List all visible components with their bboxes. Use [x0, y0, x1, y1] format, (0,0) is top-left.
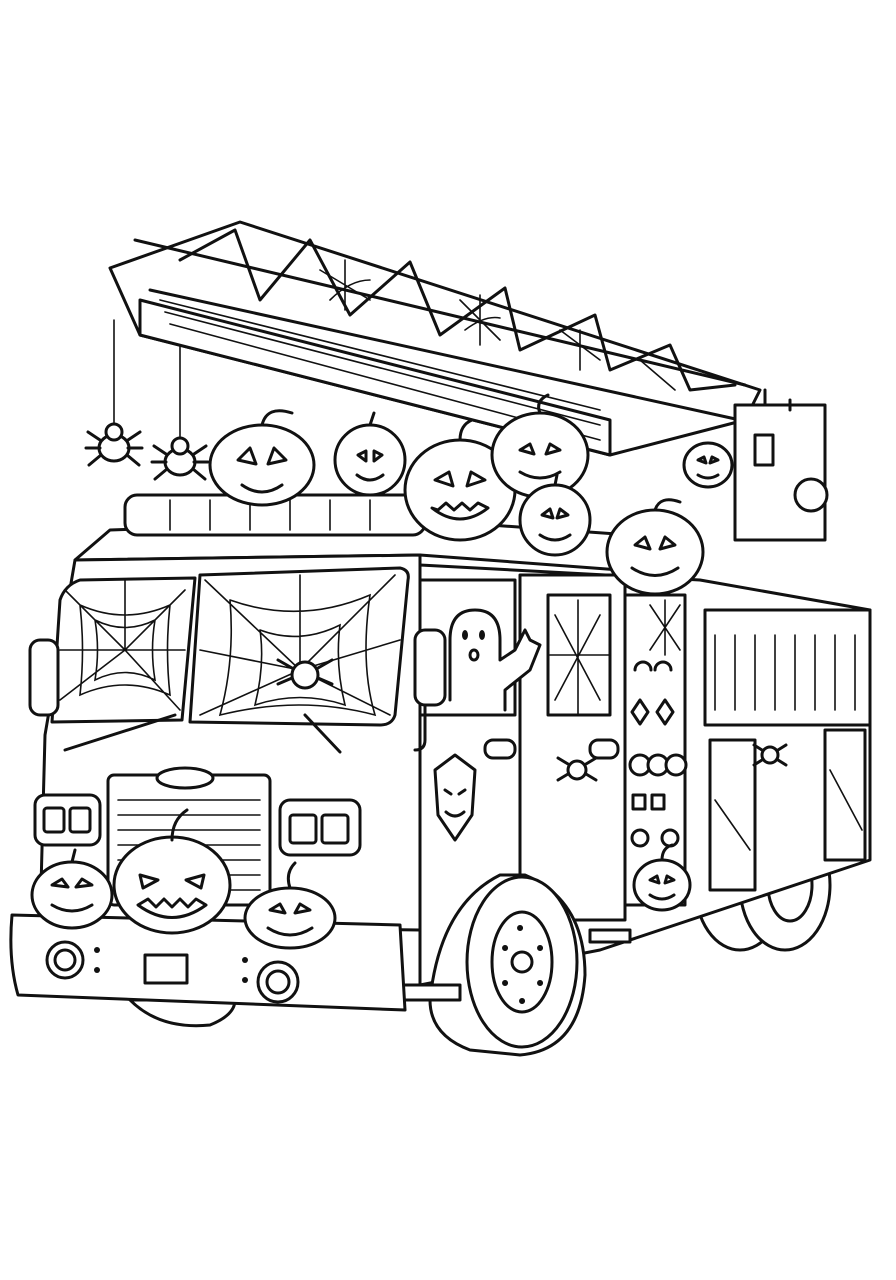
spider-webs-on-ladder [319, 259, 676, 391]
rear-control-tower [733, 388, 829, 542]
pumpkin-icon [632, 843, 692, 912]
control-panel-gauges [628, 660, 688, 848]
jack-o-lanterns [30, 393, 734, 950]
spider-icon [276, 658, 334, 690]
truck-side-body [408, 563, 872, 987]
front-wheel [428, 873, 587, 1057]
pumpkin-icon [518, 473, 592, 557]
pumpkin-icon [605, 498, 705, 596]
left-front-tire [128, 998, 237, 1028]
pumpkin-icon [208, 409, 316, 507]
pumpkin-icon [112, 808, 232, 935]
aerial-ladder [108, 220, 762, 457]
spider-icon [150, 436, 210, 481]
cab-front [28, 553, 477, 932]
spider-web-left [59, 579, 186, 711]
windshield [50, 566, 410, 727]
spider-icon [752, 743, 788, 767]
spider-icon [556, 756, 598, 782]
waving-ghost [448, 608, 542, 712]
spider-web-right [199, 574, 401, 717]
pumpkin-icon [30, 848, 114, 930]
headlights [33, 793, 362, 857]
pumpkin-icon [682, 441, 734, 489]
step-plate [588, 928, 632, 944]
spider-icon [84, 422, 144, 467]
hanging-spiders [84, 319, 210, 481]
pumpkin-icon [333, 411, 407, 497]
step-plate [398, 983, 462, 1002]
shield-emblem [433, 753, 477, 842]
pumpkin-icon [243, 861, 337, 950]
